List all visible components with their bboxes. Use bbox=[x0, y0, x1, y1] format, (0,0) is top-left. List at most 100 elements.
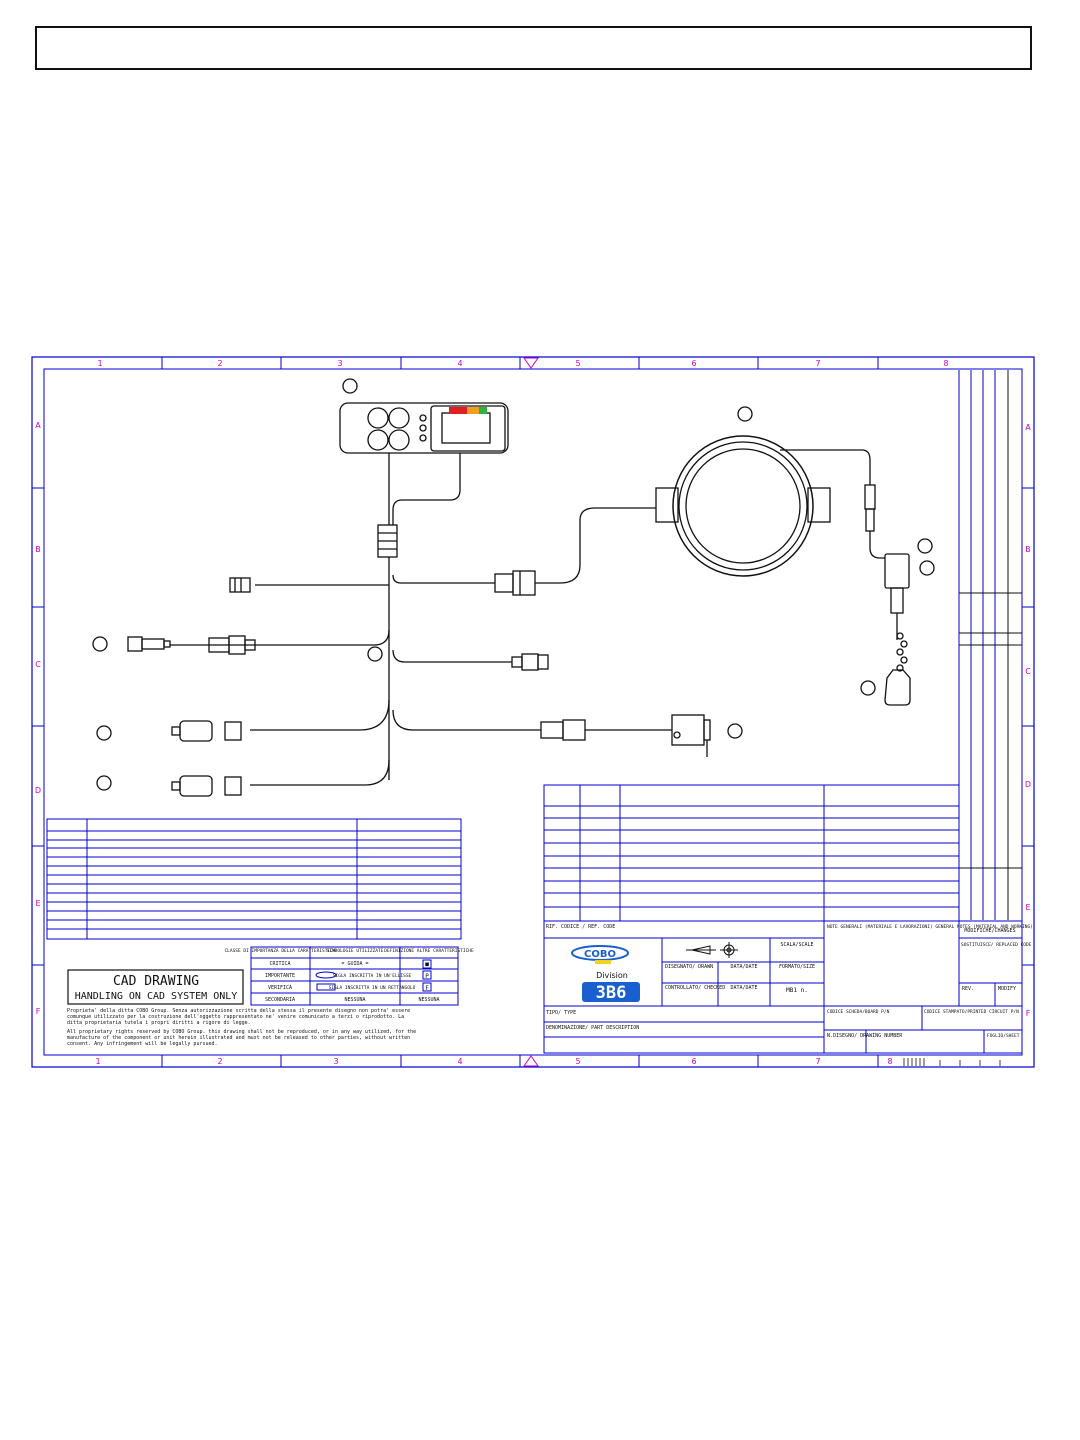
knob bbox=[367, 407, 389, 429]
inline-connector bbox=[864, 484, 876, 510]
row-label-left: D bbox=[35, 786, 41, 795]
row-labels: A B C D E F A B C D E F bbox=[35, 421, 1031, 1018]
legend-header: CLASSE DI IMPORTANZA DELLA CARATTERISTIC… bbox=[224, 948, 335, 954]
center-mark-bottom bbox=[523, 1055, 539, 1067]
size-value: MB1 n. bbox=[786, 987, 808, 994]
scale-ticks bbox=[903, 1058, 1001, 1066]
importance-legend bbox=[250, 946, 459, 1006]
callout-balloon bbox=[96, 725, 112, 741]
col-label-top: 4 bbox=[457, 359, 462, 368]
col-label-bottom: 6 bbox=[691, 1057, 696, 1066]
date-label: DATA/DATE bbox=[730, 964, 757, 970]
legend-header: DEFINIZIONE ALTRE CARATTERISTICHE bbox=[384, 948, 474, 954]
callout-balloon bbox=[96, 775, 112, 791]
legend-symbol: SIGLA INSCRITTA IN UN'ELLISSE bbox=[333, 973, 412, 979]
row-label-right: D bbox=[1025, 780, 1031, 789]
ring-clamp-left bbox=[655, 487, 679, 523]
replaced-label: SOSTITUISCE/ REPLACED CODE bbox=[961, 942, 1032, 948]
logo-accent bbox=[595, 960, 611, 964]
parts-list-left bbox=[46, 818, 462, 940]
callout-balloon bbox=[917, 538, 933, 554]
led-orange bbox=[467, 407, 479, 414]
display-bezel bbox=[430, 405, 506, 452]
row-label-right: E bbox=[1025, 903, 1030, 912]
controller-unit bbox=[339, 402, 509, 454]
format-label: FORMATO/SIZE bbox=[779, 964, 815, 970]
pressure-sensor bbox=[179, 720, 213, 742]
modify-label: MODIFY bbox=[998, 986, 1016, 992]
title-block bbox=[543, 920, 1023, 1054]
drawing-number-label: N.DISEGNO/ DRAWING NUMBER bbox=[827, 1033, 903, 1039]
row-label-left: F bbox=[36, 1007, 41, 1016]
proprietary-notice: Proprieta' della ditta COBO Group. Senza… bbox=[67, 1008, 417, 1047]
col-label-bottom: 7 bbox=[815, 1057, 820, 1066]
division-label: Division bbox=[596, 971, 628, 980]
connector bbox=[494, 573, 514, 593]
junction-tail bbox=[890, 587, 904, 614]
legend-header: SIMBOLOGIE UTILIZZATE bbox=[327, 948, 384, 954]
legend-symbol: = GUIDA = bbox=[341, 961, 368, 967]
notes-label: NOTE GENERALI (MATERIALE E LAVORAZIONI) … bbox=[827, 924, 1033, 930]
legend-class: SECONDARIA bbox=[265, 997, 295, 1003]
col-label-bottom: 8 bbox=[887, 1057, 892, 1066]
proprietary-english: All proprietary rights reserved by COBO … bbox=[67, 1029, 417, 1047]
center-mark-top bbox=[523, 357, 539, 369]
scale-label: SCALA/SCALE bbox=[780, 942, 813, 948]
knob bbox=[388, 407, 410, 429]
callout-balloon bbox=[860, 680, 876, 696]
frame-inner bbox=[43, 368, 1023, 1056]
small-connector bbox=[229, 577, 251, 593]
knob bbox=[388, 429, 410, 451]
connector bbox=[540, 721, 564, 739]
connector bbox=[511, 656, 523, 668]
junction-box bbox=[884, 553, 910, 589]
led-red bbox=[449, 407, 467, 414]
callout-balloon bbox=[367, 646, 383, 662]
legend-def: NESSUNA bbox=[418, 997, 439, 1003]
cad-notice-box bbox=[67, 969, 244, 1005]
callout-balloon bbox=[92, 636, 108, 652]
display-screen bbox=[441, 412, 491, 444]
ring-outer bbox=[672, 435, 814, 577]
col-label-top: 6 bbox=[691, 359, 696, 368]
rev-label: REV. bbox=[962, 986, 974, 992]
sheet-label: FOGLIO/SHEET bbox=[987, 1033, 1020, 1039]
cable bbox=[392, 649, 512, 663]
date-label: DATA/DATE bbox=[730, 985, 757, 991]
col-label-bottom: 3 bbox=[333, 1057, 338, 1066]
pcb-label: CODICE STAMPATO/PRINTED CIRCUIT P/N bbox=[924, 1009, 1019, 1015]
projection-symbol-icon bbox=[686, 942, 738, 958]
row-label-right: F bbox=[1026, 1009, 1031, 1018]
frame-outer bbox=[31, 356, 1035, 1068]
plug bbox=[884, 669, 911, 706]
cable bbox=[535, 507, 656, 584]
cable bbox=[250, 699, 390, 731]
revision-columns bbox=[958, 370, 1022, 920]
ref-code-label: RIF. CODICE / REF. CODE bbox=[546, 924, 615, 930]
changes-label: MODIFICHE/CHANGES bbox=[964, 928, 1015, 934]
type-label: TIPO/ TYPE bbox=[546, 1010, 576, 1016]
cable bbox=[869, 531, 885, 559]
legend-def: F bbox=[425, 985, 429, 992]
parts-list-right bbox=[543, 784, 960, 922]
col-label-top: 3 bbox=[337, 359, 342, 368]
title-block-text: RIF. CODICE / REF. CODE DISEGNATO/ DRAWN… bbox=[546, 924, 1033, 1039]
connector bbox=[224, 721, 242, 741]
division-number: 3B6 bbox=[596, 983, 627, 1003]
col-label-bottom: 5 bbox=[575, 1057, 580, 1066]
cad-notice-title: CAD DRAWING bbox=[113, 974, 199, 989]
cable bbox=[250, 759, 390, 786]
wiring-diagram bbox=[92, 378, 935, 797]
division-badge bbox=[582, 982, 640, 1002]
led-green bbox=[479, 407, 487, 414]
col-label-bottom: 1 bbox=[95, 1057, 100, 1066]
proprietary-italian: Proprieta' della ditta COBO Group. Senza… bbox=[67, 1008, 411, 1026]
drawn-label: DISEGNATO/ DRAWN bbox=[665, 964, 713, 970]
col-label-bottom: 2 bbox=[217, 1057, 222, 1066]
row-label-right: C bbox=[1025, 667, 1031, 676]
col-label-bottom: 4 bbox=[457, 1057, 462, 1066]
col-label-top: 2 bbox=[217, 359, 222, 368]
checked-label: CONTROLLATO/ CHECKED bbox=[665, 985, 725, 991]
col-label-top: 8 bbox=[943, 359, 948, 368]
ring-clamp-right bbox=[807, 487, 831, 523]
